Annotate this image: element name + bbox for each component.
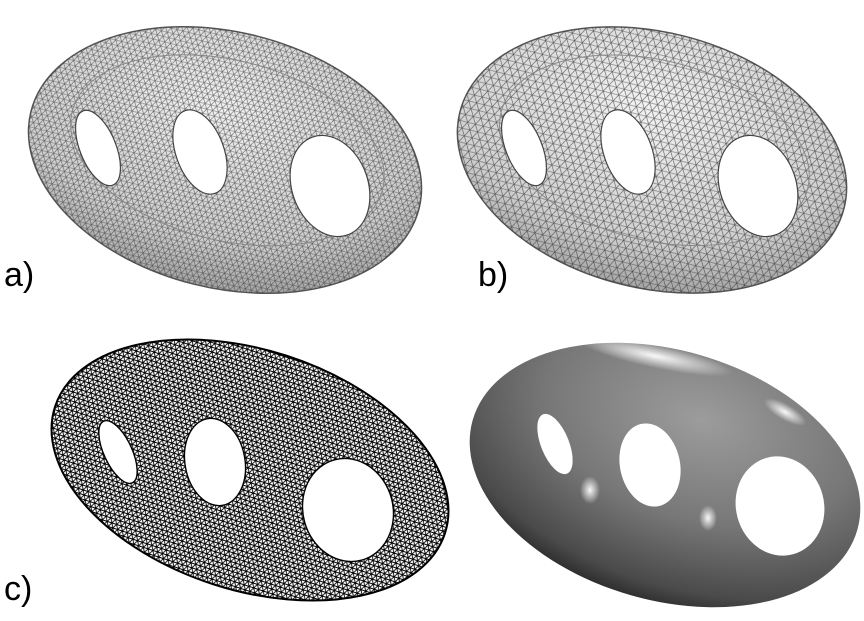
shaded-figure-d: [469, 335, 861, 608]
wireframe-figure-c: [50, 338, 450, 602]
panel-label-c: c): [4, 570, 33, 608]
panel-label-a: a): [4, 256, 35, 294]
mesh-figure-a: [27, 25, 423, 295]
panel-a: [0, 0, 440, 320]
panel-d: [450, 320, 864, 621]
mesh-figure-b: [456, 26, 848, 294]
panel-label-b: b): [478, 256, 509, 294]
panel-b: [440, 0, 864, 320]
panel-c: [0, 320, 450, 621]
